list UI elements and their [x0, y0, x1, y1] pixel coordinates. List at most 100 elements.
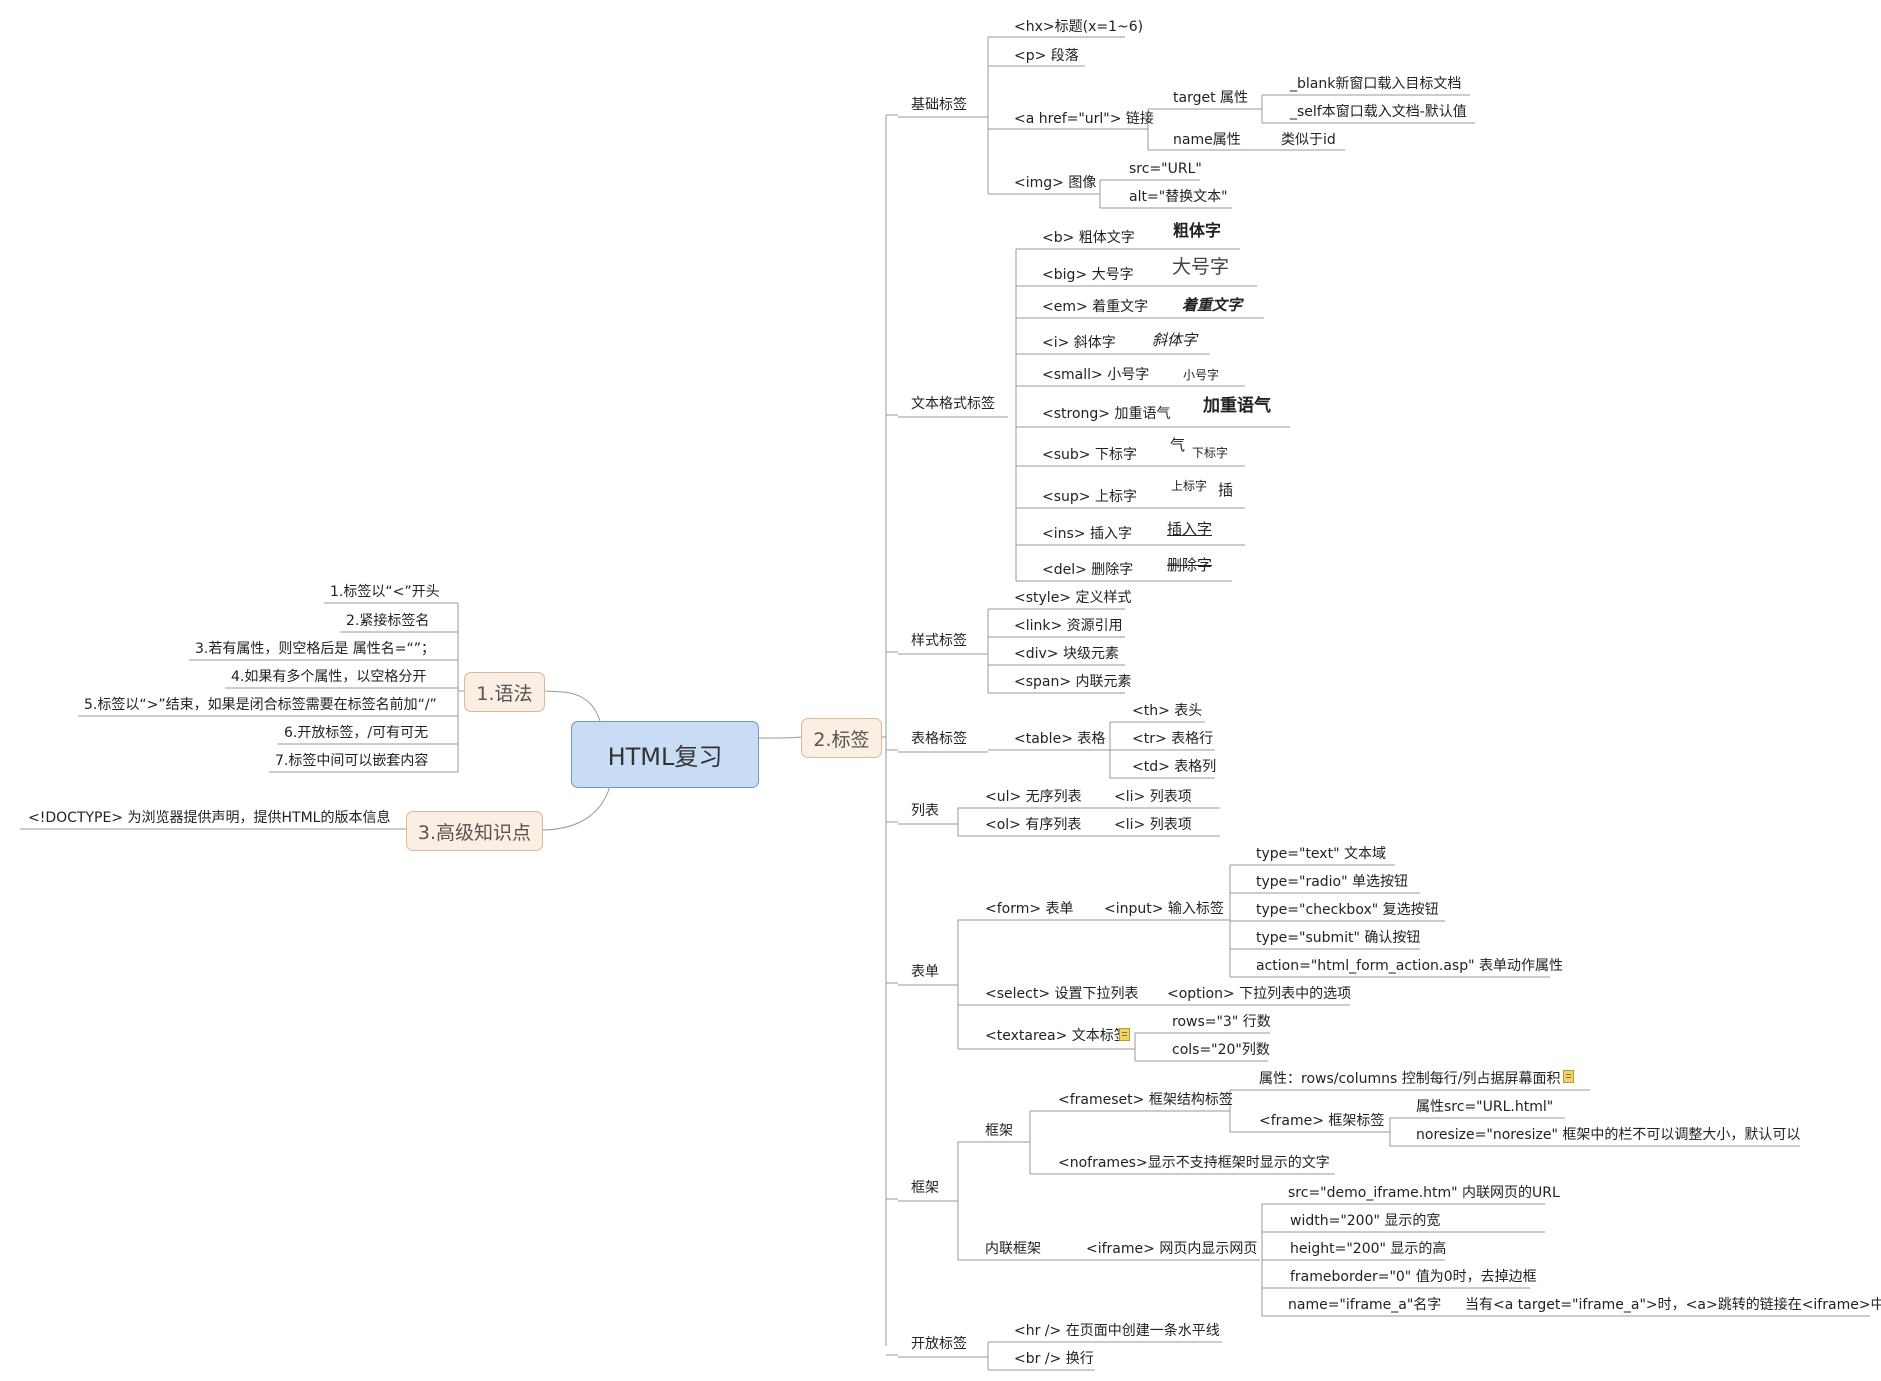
form-rows: rows="3" 行数	[1172, 1014, 1271, 1030]
root-to-tags	[756, 736, 802, 739]
table-table: <table> 表格	[1014, 731, 1106, 747]
cat-frame[interactable]: 框架	[911, 1180, 939, 1196]
iframe-frameborder: frameborder="0" 值为0时，去掉边框	[1290, 1269, 1537, 1285]
branch-advanced[interactable]: 3.高级知识点	[406, 811, 543, 851]
table-th: <th> 表头	[1132, 703, 1203, 719]
style-div: <div> 块级元素	[1014, 646, 1119, 662]
iframe-height: height="200" 显示的高	[1290, 1241, 1447, 1257]
basic-alt: alt="替换文本"	[1129, 189, 1228, 205]
open-br: <br /> 换行	[1014, 1351, 1094, 1367]
basic-p: <p> 段落	[1014, 48, 1079, 64]
fmt-del: <del> 删除字	[1042, 562, 1134, 578]
fmt-big: <big> 大号字	[1042, 267, 1134, 283]
frame-inline: 内联框架	[985, 1241, 1041, 1257]
basic-a: <a href="url"> 链接	[1014, 111, 1154, 127]
syntax-item-1: 1.标签以“<”开头	[330, 584, 440, 600]
form-select: <select> 设置下拉列表	[985, 986, 1139, 1002]
cat-open[interactable]: 开放标签	[911, 1336, 967, 1352]
fmt-em: <em> 着重文字	[1042, 299, 1149, 315]
fmt-del-example: 删除字	[1167, 556, 1213, 574]
syntax-item-7: 7.标签中间可以嵌套内容	[275, 753, 429, 769]
fmt-b: <b> 粗体文字	[1042, 230, 1135, 246]
fmt-ins-example: 插入字	[1167, 520, 1213, 538]
style-span: <span> 内联元素	[1014, 674, 1132, 690]
form-type-radio: type="radio" 单选按钮	[1256, 874, 1409, 890]
fmt-strong-example: 加重语气	[1203, 396, 1271, 416]
form-form: <form> 表单	[985, 901, 1074, 917]
iframe-name-desc: 当有<a target="iframe_a">时，<a>跳转的链接在<ifram…	[1465, 1297, 1881, 1313]
fmt-ins: <ins> 插入字	[1042, 526, 1132, 542]
iframe-src: src="demo_iframe.htm" 内联网页的URL	[1288, 1185, 1560, 1201]
basic-target: target 属性	[1173, 90, 1249, 106]
list-ol: <ol> 有序列表	[985, 817, 1082, 833]
list-ul-li: <li> 列表项	[1114, 789, 1192, 805]
fmt-i-example: 斜体字	[1152, 331, 1198, 349]
branch-tags[interactable]: 2.标签	[801, 718, 882, 758]
fmt-sup-example-char: 插	[1218, 481, 1234, 499]
form-option: <option> 下拉列表中的选项	[1167, 986, 1352, 1002]
form-textarea: <textarea> 文本标签	[985, 1028, 1128, 1044]
syntax-item-3: 3.若有属性，则空格后是 属性名=“”；	[195, 641, 436, 657]
fmt-small-example: 小号字	[1183, 368, 1220, 382]
fmt-big-example: 大号字	[1172, 256, 1230, 278]
style-link: <link> 资源引用	[1014, 618, 1123, 634]
frame-frame-src: 属性src="URL.html"	[1416, 1099, 1554, 1115]
advanced-item-doctype: <!DOCTYPE> 为浏览器提供声明，提供HTML的版本信息	[28, 810, 391, 826]
syntax-item-4: 4.如果有多个属性，以空格分开	[231, 669, 427, 685]
fmt-sub: <sub> 下标字	[1042, 447, 1137, 463]
frame-frames: 框架	[985, 1123, 1013, 1139]
iframe-width: width="200" 显示的宽	[1290, 1213, 1441, 1229]
fmt-sup: <sup> 上标字	[1042, 489, 1137, 505]
cat-style[interactable]: 样式标签	[911, 633, 967, 649]
basic-blank: _blank新窗口载入目标文档	[1290, 76, 1462, 92]
form-type-submit: type="submit" 确认按钮	[1256, 930, 1421, 946]
basic-hx: <hx>标题(x=1~6)	[1014, 19, 1144, 35]
frame-frameset-attr: 属性：rows/columns 控制每行/列占据屏幕面积	[1259, 1071, 1561, 1087]
fmt-em-example: 着重文字	[1182, 296, 1243, 314]
form-input: <input> 输入标签	[1104, 901, 1224, 917]
cat-list[interactable]: 列表	[911, 803, 939, 819]
basic-src: src="URL"	[1129, 161, 1202, 177]
style-style: <style> 定义样式	[1014, 590, 1132, 606]
basic-name: name属性	[1173, 132, 1241, 148]
open-hr: <hr /> 在页面中创建一条水平线	[1014, 1323, 1220, 1339]
root-to-syntax	[542, 690, 601, 722]
frame-iframe: <iframe> 网页内显示网页	[1086, 1241, 1258, 1257]
syntax-item-6: 6.开放标签，/可有可无	[284, 725, 429, 741]
form-type-checkbox: type="checkbox" 复选按钮	[1256, 902, 1439, 918]
fmt-i: <i> 斜体字	[1042, 335, 1116, 351]
list-ul: <ul> 无序列表	[985, 789, 1082, 805]
basic-img: <img> 图像	[1014, 175, 1097, 191]
table-tr: <tr> 表格行	[1132, 731, 1214, 747]
cat-textfmt[interactable]: 文本格式标签	[911, 396, 995, 412]
basic-name-desc: 类似于id	[1281, 132, 1336, 148]
iframe-name: name="iframe_a"名字	[1288, 1297, 1442, 1313]
frame-frame-noresize: noresize="noresize" 框架中的栏不可以调整大小，默认可以	[1416, 1127, 1801, 1143]
root-to-advanced	[540, 785, 611, 831]
fmt-sub-example-char: 气	[1170, 436, 1186, 454]
form-cols: cols="20"列数	[1172, 1042, 1270, 1058]
form-action: action="html_form_action.asp" 表单动作属性	[1256, 958, 1563, 974]
fmt-b-example: 粗体字	[1173, 221, 1222, 240]
cat-basic[interactable]: 基础标签	[911, 97, 967, 113]
syntax-item-2: 2.紧接标签名	[346, 613, 430, 629]
root-node[interactable]: HTML复习	[571, 721, 759, 788]
frame-frameset: <frameset> 框架结构标签	[1058, 1092, 1233, 1108]
fmt-sub-example: 下标字	[1192, 446, 1229, 460]
cat-form[interactable]: 表单	[911, 964, 939, 980]
note-icon[interactable]	[1563, 1070, 1574, 1083]
fmt-small: <small> 小号字	[1042, 367, 1150, 383]
fmt-sup-example: 上标字	[1171, 479, 1208, 493]
syntax-item-5: 5.标签以“>”结束，如果是闭合标签需要在标签名前加“/”	[84, 697, 437, 713]
fmt-strong: <strong> 加重语气	[1042, 406, 1171, 422]
basic-self: _self本窗口载入文档-默认值	[1290, 104, 1467, 120]
list-ol-li: <li> 列表项	[1114, 817, 1192, 833]
note-icon[interactable]	[1119, 1028, 1130, 1041]
branch-syntax[interactable]: 1.语法	[464, 672, 545, 712]
form-type-text: type="text" 文本域	[1256, 846, 1386, 862]
table-td: <td> 表格列	[1132, 759, 1217, 775]
frame-noframes: <noframes>显示不支持框架时显示的文字	[1058, 1155, 1330, 1171]
cat-table[interactable]: 表格标签	[911, 731, 967, 747]
